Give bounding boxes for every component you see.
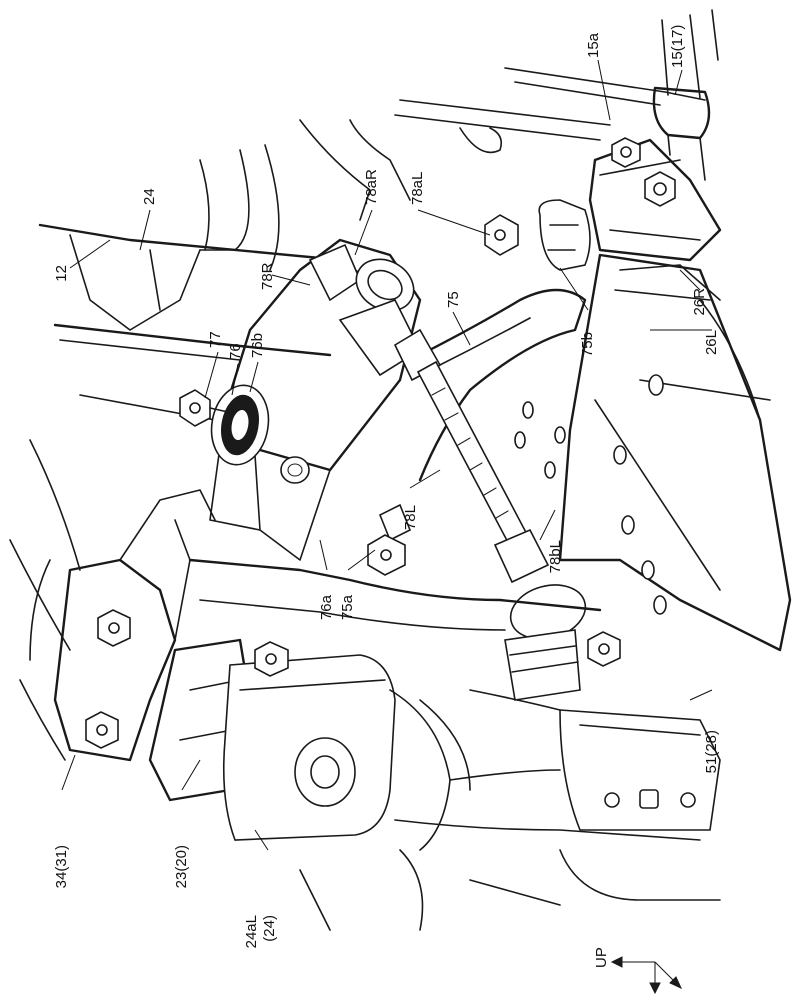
bolt-75a	[367, 503, 412, 576]
leader-lines	[61, 59, 713, 851]
label-76a: 76a	[318, 594, 335, 620]
bolt-78aL	[484, 214, 519, 256]
label-78aR: 78aR	[363, 169, 380, 205]
orientation-indicator: UP FR LH	[593, 947, 683, 1000]
tie-rod	[416, 360, 532, 552]
label-51-28: 51(28)	[703, 730, 720, 773]
orientation-up: UP	[593, 947, 610, 968]
label-12: 12	[53, 265, 70, 282]
label-15-17: 15(17)	[669, 25, 686, 68]
drawing-lines	[9, 9, 792, 931]
bushing-housing	[222, 641, 471, 851]
bolt-top-1	[611, 137, 641, 168]
label-15a: 15a	[585, 32, 602, 58]
lower-block	[559, 631, 721, 831]
label-76: 76	[227, 343, 244, 360]
label-78bL: 78bL	[547, 540, 564, 573]
label-34-31: 34(31)	[53, 845, 70, 888]
label-24aL: 24aL	[243, 915, 260, 948]
bolt-34-1	[97, 609, 131, 647]
label-75a: 75a	[339, 594, 356, 620]
label-26R: 26R	[691, 288, 708, 316]
plate-holes	[514, 374, 667, 615]
label-26L: 26L	[703, 330, 720, 355]
label-24-top: 24	[141, 188, 158, 205]
bolt-34-2	[85, 711, 119, 749]
label-23-20: 23(20)	[173, 845, 190, 888]
rod-end-upper	[308, 243, 442, 382]
bushing-75b	[538, 199, 591, 271]
label-75b: 75b	[579, 332, 596, 357]
rod-end-lower	[493, 528, 587, 701]
label-76b: 76b	[249, 333, 266, 358]
label-78R: 78R	[259, 262, 276, 290]
label-75: 75	[445, 291, 462, 308]
reference-labels: 15a 15(17) 24 12 78aR 78aL 78R 75 77 76 …	[53, 25, 720, 949]
bolt-top-2	[644, 171, 676, 207]
label-77: 77	[207, 331, 224, 348]
label-78aL: 78aL	[409, 172, 426, 205]
label-24-paren: (24)	[261, 915, 278, 942]
pivot-assembly	[179, 384, 270, 466]
label-78L: 78L	[402, 505, 419, 530]
